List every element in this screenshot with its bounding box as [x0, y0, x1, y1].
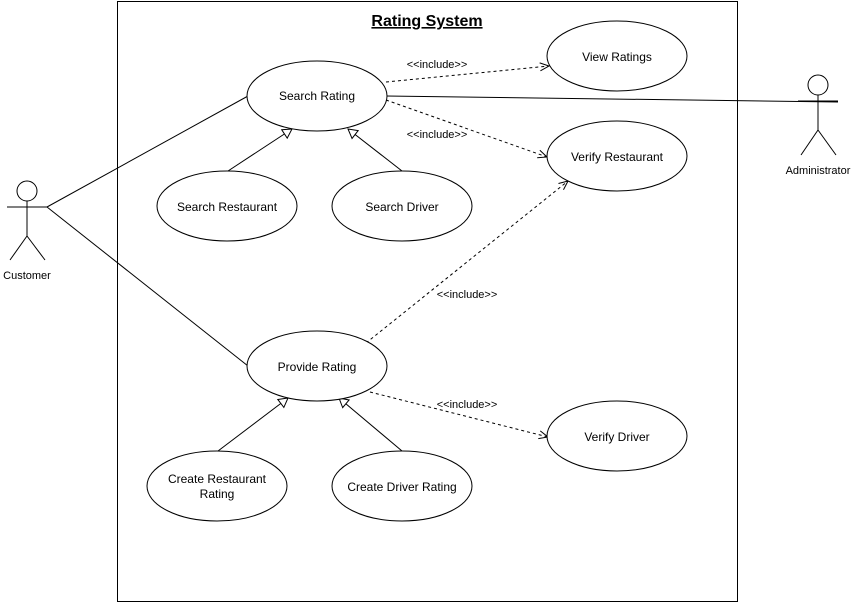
use-case-search-driver[interactable]: Search Driver [331, 170, 473, 242]
use-case-provide-rating[interactable]: Provide Rating [246, 330, 388, 402]
actor-head [807, 74, 829, 96]
generalization-create-driver-rating [338, 397, 403, 452]
use-case-label: Search Restaurant [177, 200, 278, 214]
actor-head [16, 180, 38, 202]
system-title: Rating System [371, 13, 482, 30]
actor-right-leg [26, 235, 46, 261]
include-arrow-verify-driver [369, 391, 550, 440]
use-case-label: Search Driver [365, 200, 438, 214]
actor-right-leg [817, 129, 837, 156]
actor-administrator[interactable]: Administrator [786, 74, 851, 177]
use-case-verify-restaurant[interactable]: Verify Restaurant [546, 120, 688, 192]
use-case-create-driver-rating[interactable]: Create Driver Rating [331, 450, 473, 522]
generalization-search-restaurant [227, 128, 293, 172]
use-case-create-restaurant-rating[interactable]: Create Restaurant Rating [146, 450, 288, 522]
association-customer-search-rating [46, 95, 249, 208]
use-case-verify-driver[interactable]: Verify Driver [546, 400, 688, 472]
association-customer-provide-rating [46, 206, 249, 367]
use-case-label: View Ratings [582, 50, 652, 64]
use-case-search-restaurant[interactable]: Search Restaurant [156, 170, 298, 242]
use-case-label: Verify Driver [584, 430, 649, 444]
generalization-search-driver [347, 128, 403, 172]
use-case-label-line-2: Rating [200, 487, 235, 501]
use-case-label: Search Rating [279, 89, 355, 103]
include-label-verify-driver: <<include>> [437, 399, 498, 411]
include-label-view-ratings: <<include>> [407, 59, 468, 71]
actor-left-leg [800, 129, 819, 156]
use-case-view-ratings[interactable]: View Ratings [546, 20, 688, 92]
use-case-label-line-1: Create Restaurant [168, 472, 267, 486]
include-arrow-verify-restaurant-from-provide [365, 180, 569, 344]
actor-label: Customer [3, 270, 51, 282]
generalization-create-restaurant-rating [217, 397, 289, 452]
actor-left-leg [9, 235, 28, 261]
include-label-verify-restaurant-search: <<include>> [407, 129, 468, 141]
use-case-search-rating[interactable]: Search Rating [246, 60, 388, 132]
include-arrow-verify-restaurant-from-search [385, 99, 549, 159]
use-case-label: Provide Rating [278, 360, 357, 374]
use-case-label: Verify Restaurant [571, 150, 664, 164]
include-label-verify-restaurant-provide: <<include>> [437, 289, 498, 301]
actor-label: Administrator [786, 165, 851, 177]
actor-customer[interactable]: Customer [3, 180, 51, 282]
use-case-label: Create Driver Rating [347, 480, 456, 494]
association-administrator-search-rating [385, 95, 839, 103]
